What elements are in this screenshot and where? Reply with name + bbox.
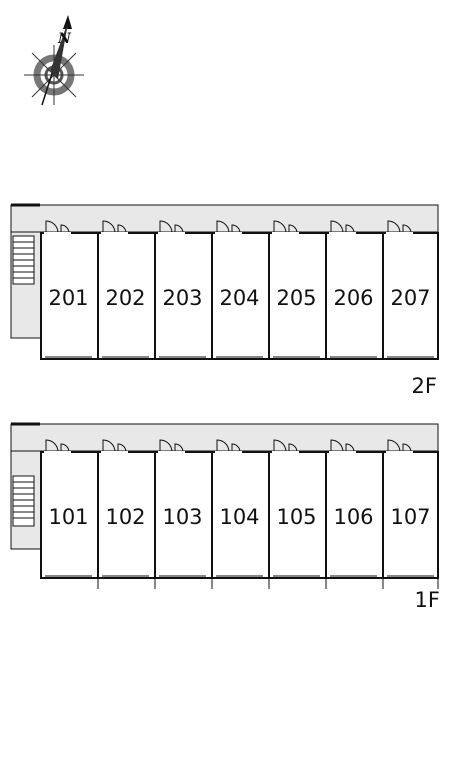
floor-label-2f: 2F bbox=[412, 374, 437, 398]
door-icon bbox=[215, 220, 242, 234]
unit-label: 107 bbox=[390, 505, 430, 529]
unit-label: 203 bbox=[162, 286, 202, 310]
unit-203: 203 bbox=[154, 220, 206, 359]
unit-label: 207 bbox=[390, 286, 430, 310]
door-icon bbox=[101, 439, 128, 453]
unit-105: 105 bbox=[268, 439, 320, 589]
unit-label: 101 bbox=[48, 505, 88, 529]
unit-102: 102 bbox=[97, 439, 149, 589]
door-icon bbox=[386, 439, 413, 453]
unit-204: 204 bbox=[211, 220, 263, 359]
unit-202: 202 bbox=[97, 220, 149, 359]
floor-1f: 101 102 103 104 105 106 107 1F bbox=[10, 422, 440, 612]
door-icon bbox=[272, 439, 299, 453]
unit-label: 205 bbox=[276, 286, 316, 310]
floor-label-1f: 1F bbox=[415, 588, 440, 612]
unit-label: 201 bbox=[48, 286, 88, 310]
unit-205: 205 bbox=[268, 220, 320, 359]
unit-101: 101 bbox=[44, 439, 92, 577]
unit-label: 202 bbox=[105, 286, 145, 310]
door-icon bbox=[44, 439, 71, 453]
unit-201: 201 bbox=[44, 220, 92, 358]
unit-label: 104 bbox=[219, 505, 259, 529]
door-icon bbox=[329, 220, 356, 234]
unit-label: 103 bbox=[162, 505, 202, 529]
unit-label: 206 bbox=[333, 286, 373, 310]
unit-label: 204 bbox=[219, 286, 259, 310]
unit-207: 207 bbox=[382, 220, 434, 359]
unit-104: 104 bbox=[211, 439, 263, 589]
door-icon bbox=[215, 439, 242, 453]
staircase-2f bbox=[12, 235, 35, 285]
door-icon bbox=[386, 220, 413, 234]
unit-107: 107 bbox=[382, 439, 434, 589]
door-icon bbox=[158, 439, 185, 453]
door-icon bbox=[44, 220, 71, 234]
unit-106: 106 bbox=[325, 439, 377, 589]
unit-label: 102 bbox=[105, 505, 145, 529]
compass-icon: N bbox=[24, 15, 84, 106]
door-icon bbox=[158, 220, 185, 234]
unit-103: 103 bbox=[154, 439, 206, 589]
door-icon bbox=[329, 439, 356, 453]
unit-label: 106 bbox=[333, 505, 373, 529]
unit-label: 105 bbox=[276, 505, 316, 529]
door-icon bbox=[272, 220, 299, 234]
compass-north-label: N bbox=[57, 31, 72, 47]
staircase-1f bbox=[12, 475, 35, 527]
unit-206: 206 bbox=[325, 220, 377, 359]
door-icon bbox=[101, 220, 128, 234]
floor-2f: 201 202 203 204 205 206 207 2F bbox=[10, 203, 439, 398]
